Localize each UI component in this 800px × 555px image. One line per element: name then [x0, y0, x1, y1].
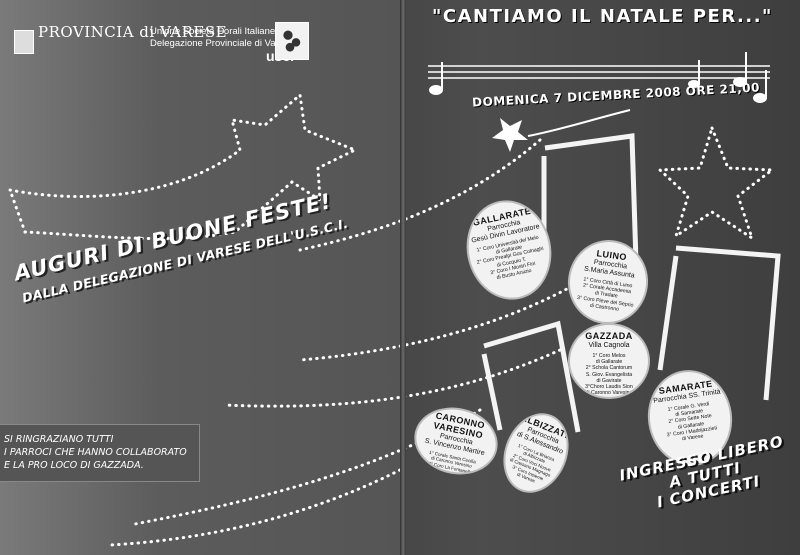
usci-line1: Unione Società Corali Italiane [150, 26, 276, 37]
right-star-icon [656, 123, 777, 242]
page-title: "CANTIAMO IL NATALE PER..." [432, 6, 773, 27]
staff-lines-icon [428, 65, 770, 79]
thanks-line: E LA PRO LOCO DI GAZZADA. [4, 460, 144, 471]
venue-parish: Villa Cagnola [588, 342, 630, 349]
usci-header: Unione Società Corali Italiane Delegazio… [150, 26, 294, 63]
venue-choir: di Gallarate [595, 359, 623, 366]
province-crest-icon [14, 30, 34, 54]
venue-choir: 1° Coro Melos [592, 353, 626, 359]
usci-logo-icon [275, 22, 309, 60]
venue-choir: 3°Choro Laudis Sion [585, 384, 633, 391]
thanks-box: SI RINGRAZIANO TUTTI I PARROCI CHE HANNO… [0, 424, 200, 482]
shooting-star-icon [492, 109, 631, 152]
venue-gazzada: GAZZADA Villa Cagnola 1° Coro Melos di G… [568, 323, 650, 399]
venue-choir: 2° Schola Cantorum [585, 365, 633, 372]
thanks-line: SI RINGRAZIANO TUTTI [4, 434, 114, 445]
page-fold [400, 0, 406, 555]
music-notes-icon [429, 52, 767, 103]
usci-line2: Delegazione Provinciale di Varese [150, 38, 294, 49]
province-name: PROVINCIA di VARESE [38, 23, 228, 41]
usci-logo-text: usci [150, 49, 294, 63]
thanks-line: I PARROCI CHE HANNO COLLABORATO [4, 447, 187, 458]
big-notes-icon [481, 133, 781, 433]
venue-town: GAZZADA [585, 331, 633, 341]
venue-choir: di Gavirate [596, 377, 622, 384]
venue-choir: di Caronno Varesino [585, 390, 633, 397]
venue-choir: S. Giov. Evangelista [585, 371, 633, 378]
